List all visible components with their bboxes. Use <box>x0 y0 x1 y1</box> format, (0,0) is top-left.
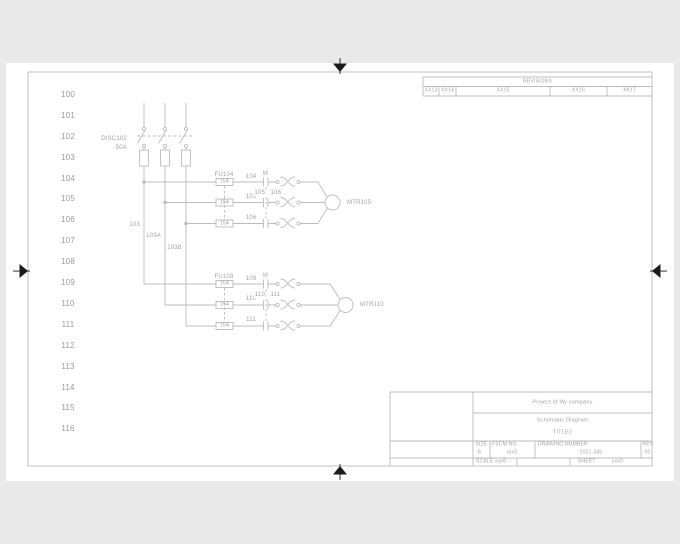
scale-value: xxx8 <box>495 458 507 465</box>
grid-row-label: 106 <box>61 215 75 224</box>
overload-relay-symbol <box>275 320 301 331</box>
grid-row-label: 100 <box>61 90 75 99</box>
grid-row-label: 109 <box>61 278 75 287</box>
grid-row-label: 115 <box>61 403 75 412</box>
wire-number-103a: 103A <box>146 233 161 239</box>
sheet-label: SHEET <box>578 458 596 465</box>
fuse-rating-label: 15A <box>219 199 230 205</box>
grid-row-label: 101 <box>61 111 75 120</box>
revisions-table-grid <box>422 76 652 97</box>
center-mark-top <box>333 58 347 74</box>
grid-row-label: 113 <box>61 362 75 371</box>
revision-cell: XX16 <box>571 87 586 94</box>
motor1-branch-circuit <box>142 176 341 228</box>
wire-number-103: 103 <box>129 222 140 228</box>
wire-number-110: 110 <box>245 296 257 302</box>
grid-row-label: 114 <box>61 383 75 392</box>
sheet-value: xxx9 <box>612 458 624 465</box>
grid-row-label: 107 <box>61 236 75 245</box>
wire-number-106: 106 <box>245 215 257 221</box>
grid-row-label: 116 <box>61 424 75 433</box>
overload-relay-symbol <box>275 197 301 207</box>
revision-cell: XX17 <box>622 87 637 94</box>
wire-number-105: 105 <box>245 194 257 200</box>
document-type: Schematic Diagram <box>536 417 589 424</box>
grid-row-label: 104 <box>61 174 75 183</box>
size-label: SIZE <box>475 441 488 447</box>
fuse-rating-label: 15A <box>219 178 230 185</box>
fscm-label: FSCM NO <box>492 441 517 447</box>
overload-relay-symbol <box>275 299 301 310</box>
drawing-number-value: 2021-345 <box>579 449 603 455</box>
drawing-number-label: DRAWING NUMBER <box>538 441 588 447</box>
wire-number-104: 104 <box>245 173 257 180</box>
grid-row-label: 105 <box>61 194 75 203</box>
grid-row-label: 111 <box>61 320 75 329</box>
fuse-group-label-fu109: FU109 <box>214 273 234 280</box>
disconnect-rating-label: 50A <box>115 145 127 151</box>
contact-cross-ref: 106 <box>269 189 283 196</box>
motor-symbol-mtr105 <box>324 194 341 211</box>
disconnect-switch-symbol <box>137 126 193 167</box>
scale-label: SCALE <box>476 458 494 465</box>
center-mark-right <box>650 264 667 278</box>
fuse-rating-label: 15A <box>219 301 230 308</box>
disconnect-name-label: DISC102 <box>101 136 127 142</box>
size-value: B <box>477 449 482 455</box>
fuse-rating-label: 15A <box>219 322 230 329</box>
fuse-group-label-fu104: FU104 <box>214 171 234 178</box>
motor-name-label-mtr105: MTR105 <box>347 199 372 206</box>
revision-cell: XX13 <box>424 87 438 94</box>
wire-number-109: 109 <box>245 275 257 282</box>
wire-junction-dot <box>163 200 167 205</box>
drawing-title: TITLE2 <box>552 429 573 436</box>
wire-number-103b: 103B <box>167 245 182 251</box>
grid-row-label: 110 <box>61 299 75 308</box>
contactor-label-m: M <box>262 170 269 177</box>
revision-cell: XX14 <box>440 87 455 94</box>
contact-cross-ref: 110 <box>253 291 266 298</box>
wire-junction-dot <box>142 180 146 184</box>
rev-label: REV <box>642 441 654 447</box>
overload-relay-symbol <box>275 176 301 187</box>
center-mark-left <box>13 264 30 278</box>
fuse-rating-label: 15A <box>219 280 230 287</box>
grid-row-label: 103 <box>61 153 75 162</box>
wire-number-111: 111 <box>246 317 256 323</box>
revision-cell: XX15 <box>496 87 510 94</box>
fscm-value: xxx5 <box>506 449 518 455</box>
grid-row-label: 108 <box>61 257 75 266</box>
drawing-sheet <box>6 63 674 481</box>
overload-relay-symbol <box>275 278 301 289</box>
wire-junction-dot <box>184 221 188 226</box>
border-frame <box>27 71 653 467</box>
rev-value: 00 <box>644 449 651 455</box>
center-mark-bottom <box>333 464 347 480</box>
motor-name-label-mtr110: MTR110 <box>360 302 384 308</box>
contact-cross-ref: 111 <box>269 291 282 298</box>
contactor-label-m: M <box>262 272 269 279</box>
grid-row-label: 112 <box>61 341 75 350</box>
motor-symbol-mtr110 <box>337 297 354 313</box>
revisions-header: REVISIONS <box>522 78 553 85</box>
grid-row-label: 102 <box>61 132 75 141</box>
title-block-grid <box>389 391 652 466</box>
motor2-branch-circuit <box>144 278 354 331</box>
contact-cross-ref: 105 <box>253 189 266 196</box>
overload-relay-symbol <box>275 218 301 228</box>
project-name: Project of My company <box>532 399 593 406</box>
fuse-rating-label: 15A <box>219 220 230 226</box>
